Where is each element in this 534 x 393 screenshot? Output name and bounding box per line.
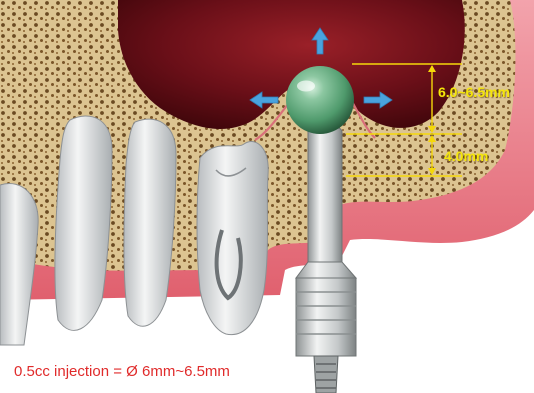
height-lower-label: 4.0mm <box>444 148 488 164</box>
caption-text: 0.5cc injection = Ø 6mm~6.5mm <box>14 363 230 380</box>
instrument-handle <box>296 278 356 356</box>
height-upper-label: 6.0~6.5mm <box>438 84 510 100</box>
instrument-tip-shaft <box>308 128 342 268</box>
balloon <box>286 66 354 134</box>
tooth-molar <box>197 142 268 335</box>
